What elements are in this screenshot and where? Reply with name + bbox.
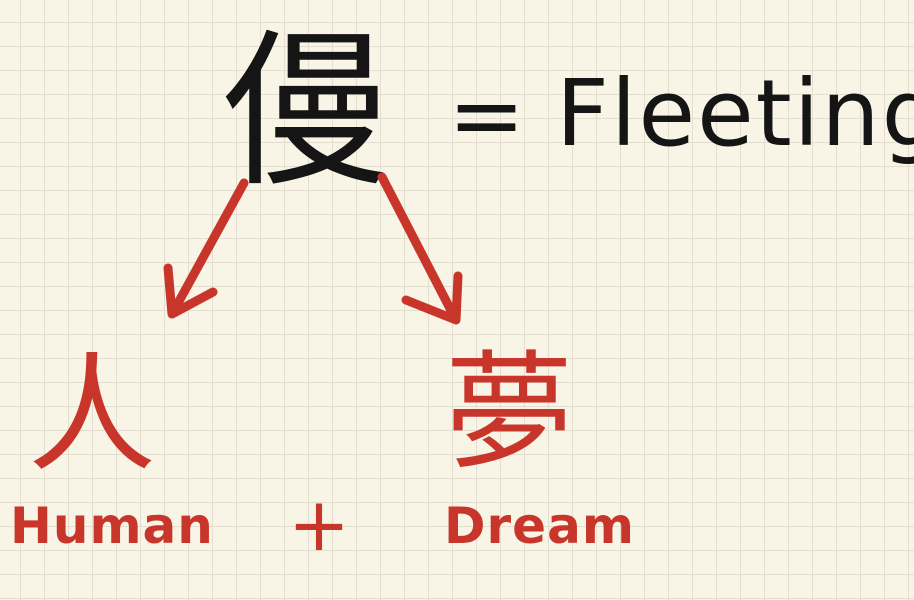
- left-arrow: [163, 178, 249, 319]
- meaning-word: Fleeting: [556, 60, 914, 167]
- plus-sign: +: [288, 482, 351, 568]
- component-label-right: Dream: [444, 497, 635, 555]
- main-character: 僈: [222, 14, 390, 210]
- component-label-left: Human: [10, 497, 214, 555]
- right-arrow: [377, 172, 463, 325]
- component-character-left: 人: [28, 341, 157, 490]
- component-character-right: 夢: [445, 339, 574, 488]
- equals-sign: =: [448, 62, 526, 169]
